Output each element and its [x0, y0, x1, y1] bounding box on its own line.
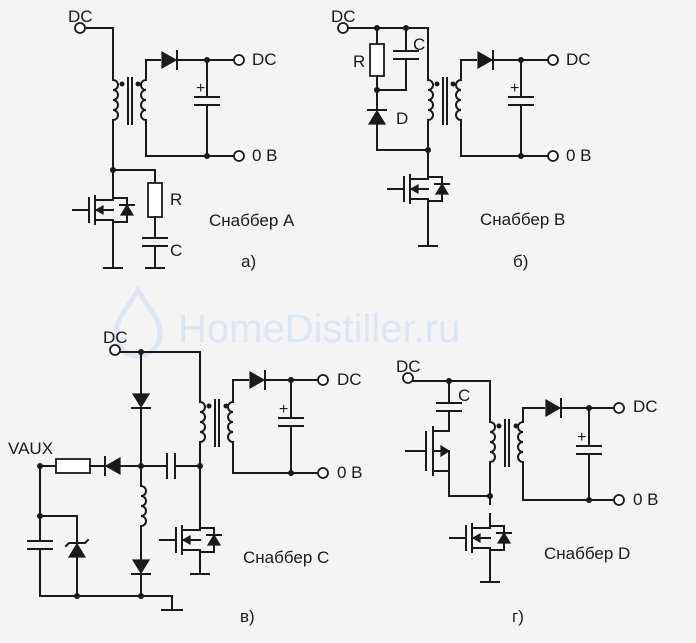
svg-text:+: + [279, 401, 288, 418]
r-label: R [353, 52, 365, 71]
zero-terminal [317, 467, 329, 479]
caption: Снаббер B [480, 210, 565, 229]
dc-in-terminal [402, 372, 414, 384]
secondary-winding [140, 79, 147, 121]
panel-letter: в) [240, 607, 255, 626]
rectifier-diode-icon [477, 50, 494, 70]
watermark-text: HomeDistiller.ru [178, 307, 460, 351]
panel-c-snubber-regenerative: DC DC + [8, 328, 363, 626]
dc-in-terminal [109, 344, 121, 356]
c-label: C [458, 386, 470, 405]
panel-a-snubber-rc: DC DC + 0 В R C [68, 7, 295, 271]
mosfet-switch [449, 513, 512, 563]
rectifier-diode-icon [249, 370, 266, 390]
c-label: C [170, 241, 182, 260]
caption: Снаббер D [544, 544, 630, 563]
primary-winding [489, 421, 496, 463]
snubber-diode-d-icon [367, 109, 387, 125]
dc-out-label: DC [633, 397, 658, 416]
panel-d-snubber-active-clamp: DC C DC [396, 357, 659, 626]
dc-out-terminal [547, 54, 559, 66]
r-label: R [170, 190, 182, 209]
secondary-winding [455, 79, 462, 121]
secondary-winding [227, 401, 234, 443]
snubber-resistor-r [369, 43, 385, 77]
primary-winding [427, 79, 434, 121]
dc-out-terminal [317, 374, 329, 386]
secondary-winding [517, 421, 524, 463]
primary-winding [199, 401, 206, 443]
mosfet-switch [159, 515, 222, 565]
vaux-label: VAUX [8, 439, 53, 458]
zero-terminal [233, 150, 245, 162]
dc-out-label: DC [566, 50, 591, 69]
snubber-inductor [140, 485, 147, 527]
zero-terminal [547, 150, 559, 162]
dc-in-label: DC [103, 328, 128, 347]
zero-label: 0 В [633, 490, 659, 509]
zero-label: 0 В [337, 463, 363, 482]
caption: Снаббер A [209, 211, 295, 230]
panel-letter: б) [513, 252, 528, 271]
svg-text:+: + [577, 429, 586, 446]
snubber-resistor-r [147, 182, 163, 218]
dc-out-terminal [613, 402, 625, 414]
dc-in-label: DC [68, 7, 93, 26]
clamp-diode-icon [131, 393, 151, 409]
dc-in-label: DC [396, 357, 421, 376]
vaux-diode-icon [104, 456, 121, 476]
panel-letter: г) [512, 607, 524, 626]
primary-winding [112, 79, 119, 121]
dc-out-terminal [233, 54, 245, 66]
panel-b-snubber-rcd: DC R C D DC + [331, 7, 592, 271]
rectifier-diode-icon [545, 398, 562, 418]
mosfet-switch [72, 185, 135, 235]
return-diode-icon [131, 559, 151, 575]
dc-in-label: DC [331, 7, 356, 26]
mosfet-switch [387, 164, 450, 214]
zero-label: 0 В [252, 146, 278, 165]
d-label: D [396, 109, 408, 128]
zener-diode-icon [67, 542, 87, 558]
dc-in-wire [84, 27, 114, 81]
panel-letter: а) [241, 252, 256, 271]
svg-text:+: + [196, 80, 205, 97]
svg-text:+: + [510, 80, 519, 97]
dc-out-label: DC [252, 50, 277, 69]
zero-terminal [613, 494, 625, 506]
c-label: C [413, 35, 425, 54]
zero-label: 0 В [566, 146, 592, 165]
caption: Снаббер C [243, 548, 329, 567]
rectifier-diode-icon [161, 50, 178, 70]
vaux-resistor [55, 458, 91, 474]
watermark: HomeDistiller.ru [113, 284, 460, 359]
dc-out-label: DC [337, 370, 362, 389]
